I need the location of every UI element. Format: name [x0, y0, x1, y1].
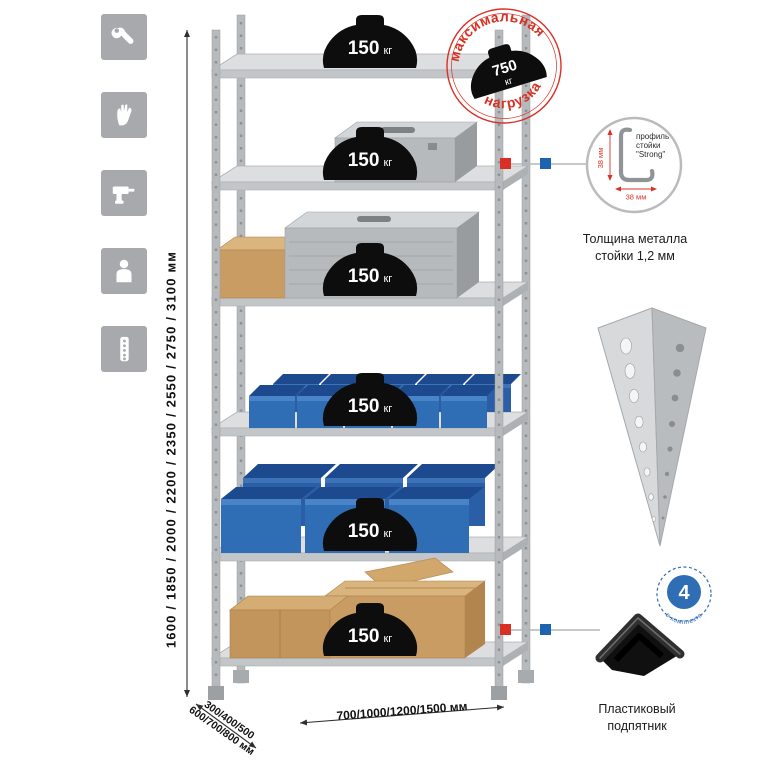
plastic-foot-image	[595, 613, 685, 676]
foot-caption-line2: подпятник	[607, 718, 667, 733]
profile-dim-horizontal: 38 мм	[626, 193, 647, 202]
rack-foot	[491, 686, 507, 700]
badge-value: 4	[678, 582, 690, 604]
profile-label-3: "Strong"	[636, 150, 665, 159]
feature-wrench	[101, 14, 147, 60]
rack-foot	[233, 670, 249, 683]
height-dimension-label: 1600 / 1850 / 2000 / 2200 / 2350 / 2550 …	[163, 250, 179, 649]
thickness-caption: Толщина металла стойки 1,2 мм	[570, 231, 700, 265]
callout-blue-square	[540, 624, 551, 635]
angle-profile-drawing	[618, 127, 655, 183]
thickness-caption-line2: стойки 1,2 мм	[595, 248, 675, 263]
person-icon	[116, 259, 132, 283]
feature-post	[101, 326, 147, 372]
rack-foot	[518, 670, 534, 683]
width-dimension-line	[299, 704, 505, 726]
gloves-icon	[117, 104, 132, 126]
callout-blue-square	[540, 158, 551, 169]
feature-gloves	[101, 92, 147, 138]
perforated-post-image	[597, 307, 707, 547]
rack-foot	[208, 686, 224, 700]
foot-caption: Пластиковый подпятник	[572, 701, 702, 735]
callout-red-square	[500, 158, 511, 169]
stamp-unit: кг	[504, 75, 515, 88]
callout-red-square	[500, 624, 511, 635]
feature-drill	[101, 170, 147, 216]
profile-detail-circle: 38 мм 38 мм профиль стойки "Strong"	[585, 116, 683, 214]
profile-dim-vertical: 38 мм	[596, 148, 605, 169]
stamp-weight-icon	[470, 44, 547, 100]
profile-label-2: стойки	[636, 141, 660, 150]
feature-person	[101, 248, 147, 294]
foot-caption-line1: Пластиковый	[598, 702, 676, 716]
quantity-badge: в комплекте 4	[656, 566, 712, 626]
wrench-icon	[111, 27, 134, 44]
max-load-stamp: максимальная нагрузка 750 кг	[436, 0, 562, 124]
depth-dimension-line	[195, 703, 257, 749]
profile-label-1: профиль	[636, 132, 669, 141]
thickness-caption-line1: Толщина металла	[582, 232, 688, 246]
stamp-value: 750	[490, 57, 519, 81]
drill-icon	[112, 186, 135, 204]
post-icon	[120, 336, 129, 362]
